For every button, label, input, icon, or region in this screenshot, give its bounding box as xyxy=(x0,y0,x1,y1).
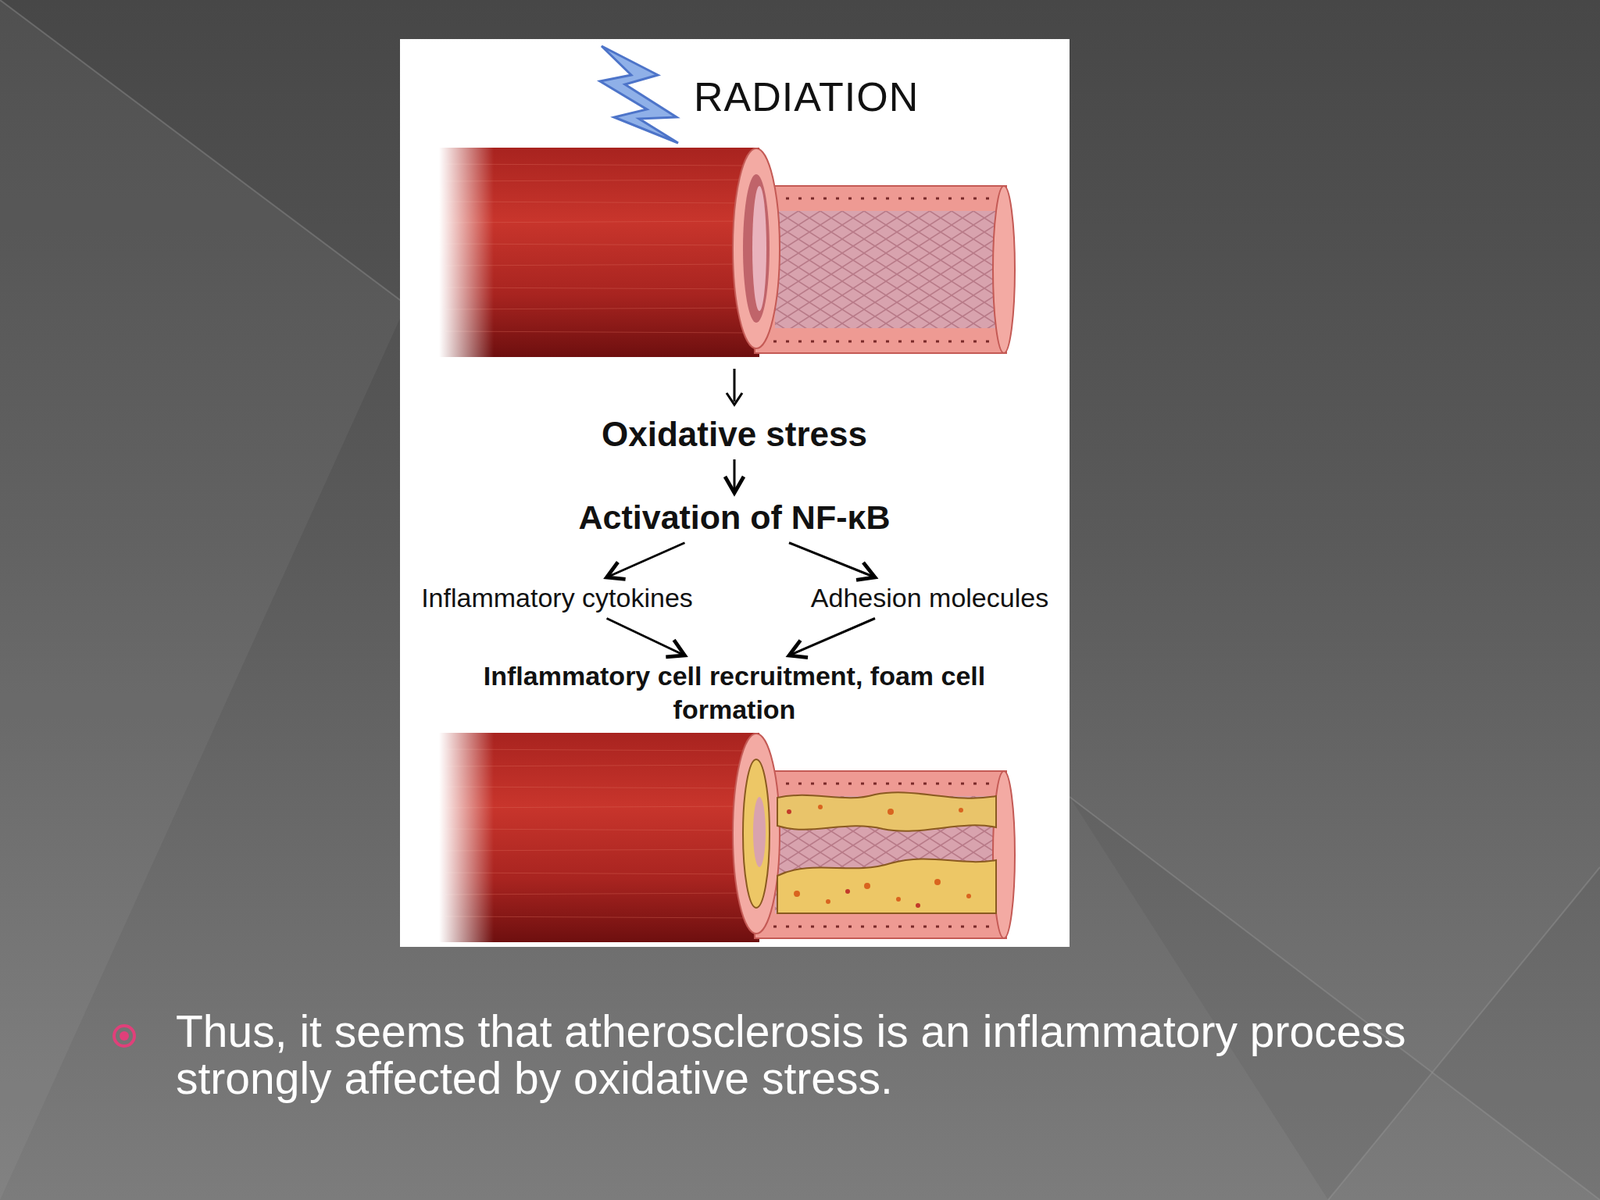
step-text: Inflammatory cell recruitment, foam cell… xyxy=(460,659,1008,726)
step-text: Activation of NF-κB xyxy=(578,496,890,540)
flow-step: Inflammatory cell recruitment, foam cell… xyxy=(456,657,1013,728)
flow-step: Adhesion molecules xyxy=(806,579,1054,617)
radiation-label: RADIATION xyxy=(693,73,919,121)
flow-step: Oxidative stress xyxy=(596,410,872,458)
flow-arrow xyxy=(789,618,875,657)
flow-arrow xyxy=(607,618,686,657)
flow-arrow xyxy=(607,542,686,578)
bullet-text: Thus, it seems that atherosclerosis is a… xyxy=(175,1007,1536,1103)
flow-step: Inflammatory cytokines xyxy=(416,579,698,617)
step-text: Adhesion molecules xyxy=(810,581,1049,615)
step-text: Inflammatory cytokines xyxy=(421,581,693,615)
step-text: Oxidative stress xyxy=(601,412,868,456)
flow-arrow xyxy=(732,459,736,493)
flow-step: Activation of NF-κB xyxy=(573,495,895,541)
flow-arrow xyxy=(789,542,875,578)
